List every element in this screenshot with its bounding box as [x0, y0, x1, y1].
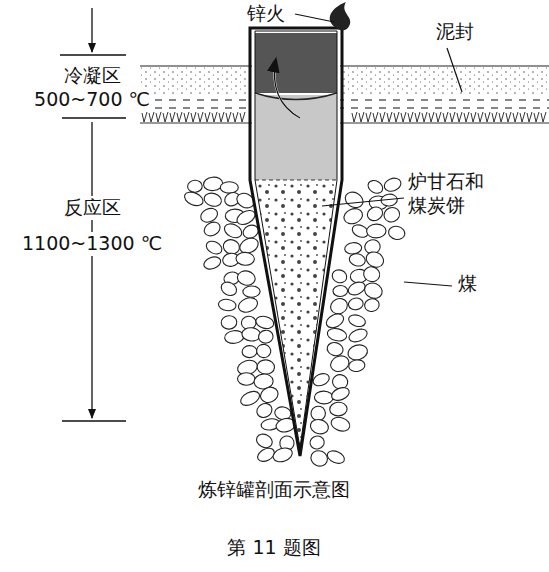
caption: 炼锌罐剖面示意图: [198, 478, 350, 502]
pot-wall: [250, 28, 342, 456]
mud-seal: [255, 33, 337, 93]
seal-label: 泥封: [436, 20, 474, 44]
charge-label: 炉甘石和 煤炭饼: [406, 170, 505, 218]
soil-layer: [140, 66, 549, 94]
zone-label: 反应区: [62, 196, 123, 220]
vapour-arrow: [274, 58, 300, 118]
zone-label: 冷凝区: [62, 64, 123, 88]
charge-fill: [255, 180, 337, 447]
temperature-label: 500~700 ℃: [32, 88, 152, 112]
zinc-flame: [330, 2, 350, 30]
coal-label: 煤: [456, 272, 479, 296]
temperature-label: 1100~1300 ℃: [20, 232, 164, 256]
condense-space: [255, 95, 337, 180]
flame-label: 锌火: [247, 2, 285, 26]
clay-layer: [140, 96, 549, 112]
figure-number: 第 11 题图: [227, 536, 320, 560]
grass-layer: [140, 112, 549, 123]
